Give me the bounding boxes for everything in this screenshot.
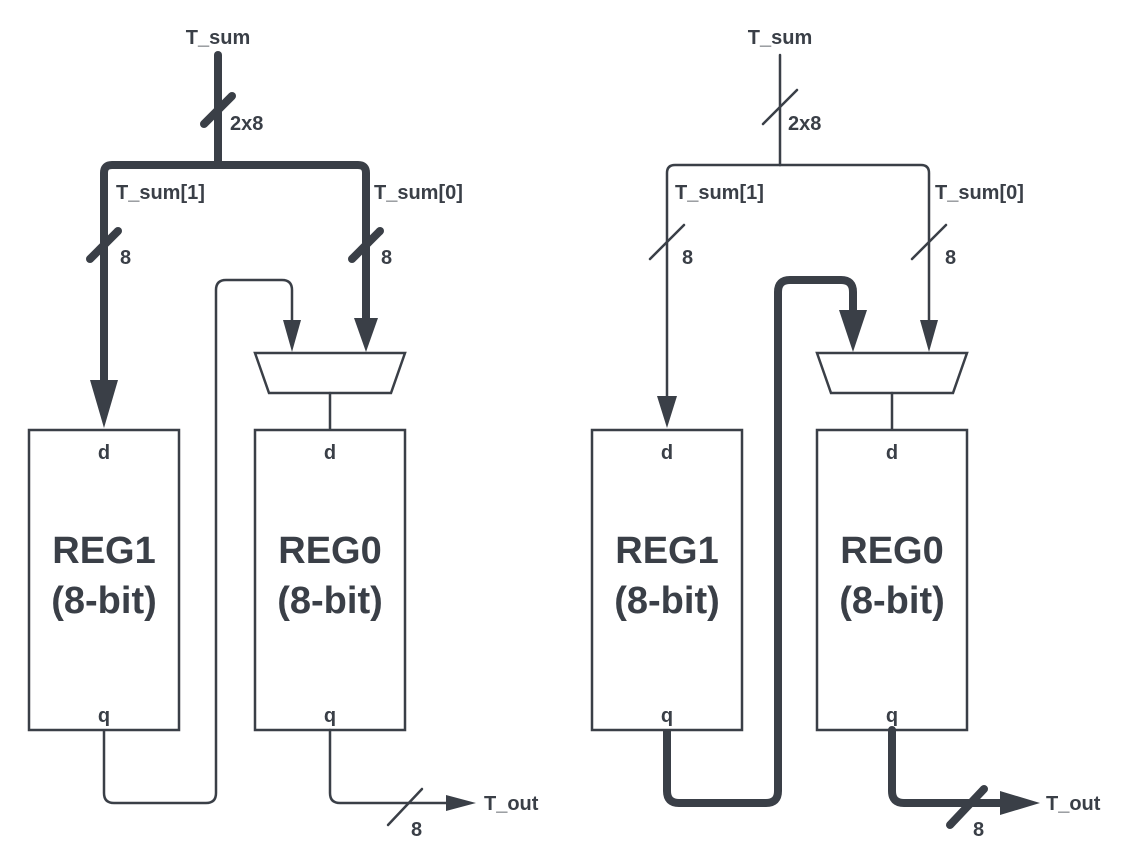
reg0-port-d: d — [886, 442, 898, 464]
reg1-port-q: q — [98, 705, 110, 727]
arrow-to-mux-in1 — [920, 320, 938, 352]
arrow-to-reg1 — [90, 380, 118, 428]
reg1-box — [27, 428, 181, 732]
output-arrow — [1000, 791, 1040, 815]
feedback-wire — [102, 278, 294, 805]
right-width-label: 8 — [381, 247, 392, 269]
reg1-width: (8-bit) — [51, 580, 157, 622]
bus-slash-right — [910, 223, 948, 261]
bus-slash-left — [86, 227, 122, 263]
reg1-name: REG1 — [615, 530, 718, 572]
feedback-wire — [663, 276, 857, 807]
reg1-width: (8-bit) — [614, 580, 720, 622]
reg0-name: REG0 — [278, 530, 381, 572]
reg0-port-q: q — [886, 705, 898, 727]
bus-width-label: 2x8 — [230, 113, 263, 135]
branch-left-label: T_sum[1] — [116, 182, 205, 204]
bus-split-left — [100, 161, 222, 384]
reg1-port-d: d — [661, 442, 673, 464]
output-label: T_out — [1046, 793, 1101, 815]
reg0-box — [253, 428, 407, 732]
output-slash — [386, 787, 424, 827]
diagram-right: T_sum 2x8 T_sum[1] T_sum[0] 8 8 d REG1 (… — [590, 27, 1101, 841]
branch-right-label: T_sum[0] — [935, 182, 1024, 204]
output-slash — [946, 785, 988, 829]
reg0-box — [815, 428, 969, 732]
output-arrow — [446, 795, 476, 811]
diagram-left: T_sum 2x8 T_sum[1] T_sum[0] 8 8 d REG1 (… — [27, 27, 539, 841]
left-width-label: 8 — [120, 247, 131, 269]
bus-split-right — [214, 161, 370, 322]
output-wire — [328, 728, 452, 805]
reg1-port-q: q — [661, 705, 673, 727]
top-label: T_sum — [748, 27, 812, 49]
reg0-port-d: d — [324, 442, 336, 464]
reg1-box — [590, 428, 744, 732]
bus-split-right — [778, 163, 931, 322]
output-width-label: 8 — [973, 819, 984, 841]
reg0-width: (8-bit) — [277, 580, 383, 622]
output-label: T_out — [484, 793, 539, 815]
left-width-label: 8 — [682, 247, 693, 269]
branch-left-label: T_sum[1] — [675, 182, 764, 204]
bus-width-label: 2x8 — [788, 113, 821, 135]
reg0-port-q: q — [324, 705, 336, 727]
reg0-name: REG0 — [840, 530, 943, 572]
bus-slash-left — [648, 223, 686, 261]
arrow-to-mux-in0 — [283, 320, 301, 352]
mux — [815, 351, 969, 395]
branch-right-label: T_sum[0] — [374, 182, 463, 204]
bus-slash-2x8 — [761, 88, 799, 126]
right-width-label: 8 — [945, 247, 956, 269]
output-wire — [888, 726, 1009, 807]
reg1-name: REG1 — [52, 530, 155, 572]
arrow-to-mux-in1 — [354, 318, 378, 352]
arrow-to-mux-in0 — [839, 310, 867, 352]
mux — [253, 351, 407, 395]
bus-slash-2x8 — [200, 92, 236, 128]
arrow-to-reg1 — [657, 396, 677, 428]
top-label: T_sum — [186, 27, 250, 49]
output-width-label: 8 — [411, 819, 422, 841]
bus-split-left — [665, 163, 782, 398]
reg0-width: (8-bit) — [839, 580, 945, 622]
reg1-port-d: d — [98, 442, 110, 464]
bus-slash-right — [348, 227, 384, 263]
